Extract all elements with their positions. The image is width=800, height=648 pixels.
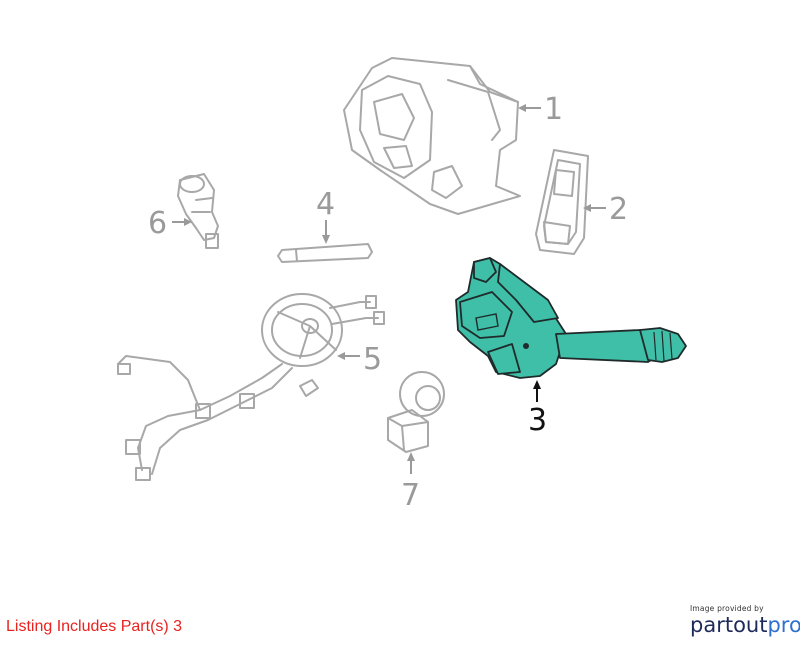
logo-word-dark: partout bbox=[690, 613, 768, 637]
callout-5: 5 bbox=[363, 342, 382, 377]
partoutpro-logo: Image provided by partoutpro bbox=[690, 604, 800, 637]
logo-wordmark: partoutpro bbox=[690, 613, 800, 637]
callout-1: 1 bbox=[544, 92, 563, 127]
callout-7: 7 bbox=[401, 478, 420, 513]
callout-4: 4 bbox=[316, 187, 335, 222]
callout-4-arrowhead bbox=[322, 235, 330, 244]
logo-caption: Image provided by bbox=[690, 604, 764, 613]
part-7-knob bbox=[387, 371, 445, 453]
callout-7-arrowhead bbox=[407, 452, 415, 461]
logo-word-blue: pro bbox=[767, 613, 800, 637]
part-4-pin bbox=[277, 243, 373, 263]
callout-2-arrowhead bbox=[583, 204, 591, 212]
part-1-column-shroud bbox=[343, 57, 521, 215]
part-2-switch-bezel bbox=[535, 149, 589, 255]
part-6-sensor bbox=[177, 173, 219, 249]
callout-6-arrowhead bbox=[184, 218, 192, 226]
callout-1-arrowhead bbox=[518, 104, 526, 112]
part-3-multifunction-switch bbox=[455, 257, 687, 379]
callout-2: 2 bbox=[609, 192, 628, 227]
listing-note: Listing Includes Part(s) 3 bbox=[6, 618, 183, 635]
part-5-clockspring-harness bbox=[117, 293, 385, 481]
callout-3: 3 bbox=[528, 403, 547, 438]
callout-5-arrowhead bbox=[337, 352, 345, 360]
callout-3-arrowhead bbox=[533, 380, 541, 389]
callout-6: 6 bbox=[148, 206, 167, 241]
